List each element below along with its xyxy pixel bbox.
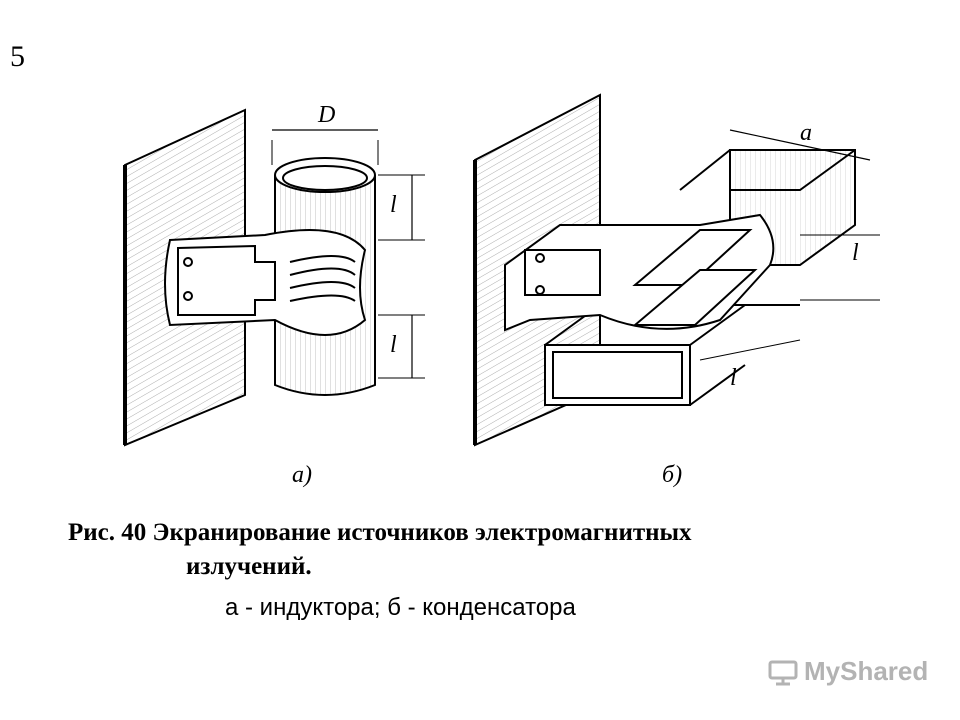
caption-title-line2: излучений. — [186, 553, 312, 580]
caption-subtitle: а - индуктора; б - конденсатора — [225, 594, 576, 621]
capacitor-shield-drawing — [473, 93, 880, 447]
watermark-text: MyShared — [804, 656, 929, 686]
dimension-d-label: D — [317, 102, 335, 128]
dimension-l-label-bottom: l — [390, 332, 397, 358]
figure-b-label: б) — [662, 462, 682, 488]
shielding-figure: D l l а) a l l б) — [123, 93, 880, 488]
watermark-logo: MyShared — [768, 656, 928, 687]
dimension-l-label-right: l — [852, 240, 859, 266]
caption-title-line1: Рис. 40 Экранирование источников электро… — [68, 519, 692, 546]
presentation-icon — [768, 660, 798, 685]
dimension-l-label-lower: l — [730, 365, 737, 391]
slide-number: 5 — [10, 40, 25, 73]
inductor-shield-drawing — [123, 108, 425, 447]
figure-a-label: а) — [292, 462, 312, 488]
figure-caption: Рис. 40 Экранирование источников электро… — [68, 516, 692, 584]
dimension-a-label: a — [800, 120, 812, 146]
dimension-l-label-top: l — [390, 192, 397, 218]
